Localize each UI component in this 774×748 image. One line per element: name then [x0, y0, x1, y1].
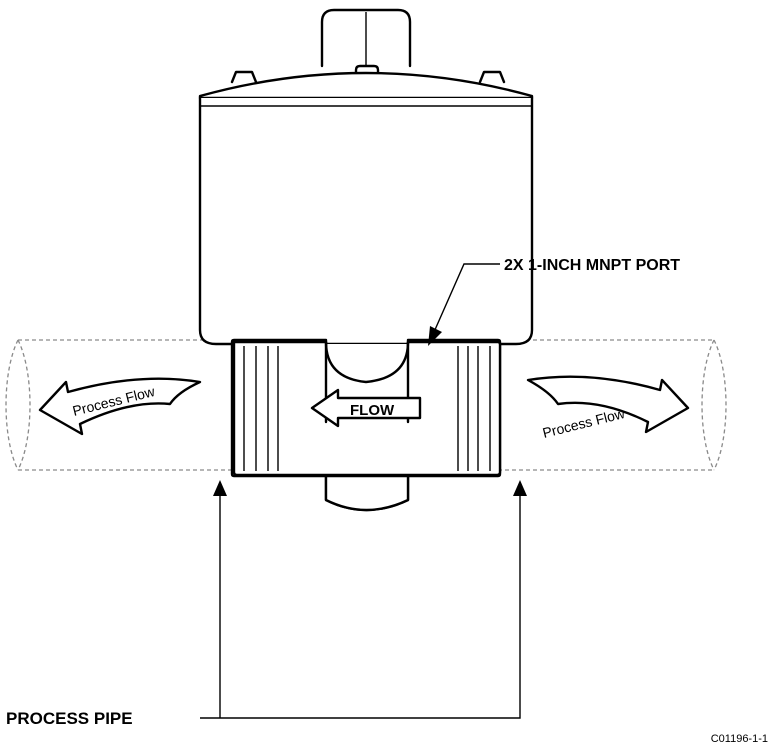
process-flow-right-label: Process Flow	[541, 405, 627, 441]
process-pipe-label: PROCESS PIPE	[6, 709, 133, 728]
process-flow-arrow-right: Process Flow	[526, 375, 690, 441]
figure-code: C01196-1-1	[711, 733, 768, 745]
flow-arrow: FLOW	[310, 388, 422, 428]
top-cap	[230, 8, 506, 84]
flow-label: FLOW	[350, 402, 395, 419]
process-pipe-leader: PROCESS PIPE	[6, 480, 527, 728]
housing	[198, 71, 534, 346]
port-label: 2X 1-INCH MNPT PORT	[504, 257, 680, 274]
port-leader: 2X 1-INCH MNPT PORT	[428, 257, 680, 346]
process-flow-arrow-left: Process Flow	[38, 377, 202, 436]
